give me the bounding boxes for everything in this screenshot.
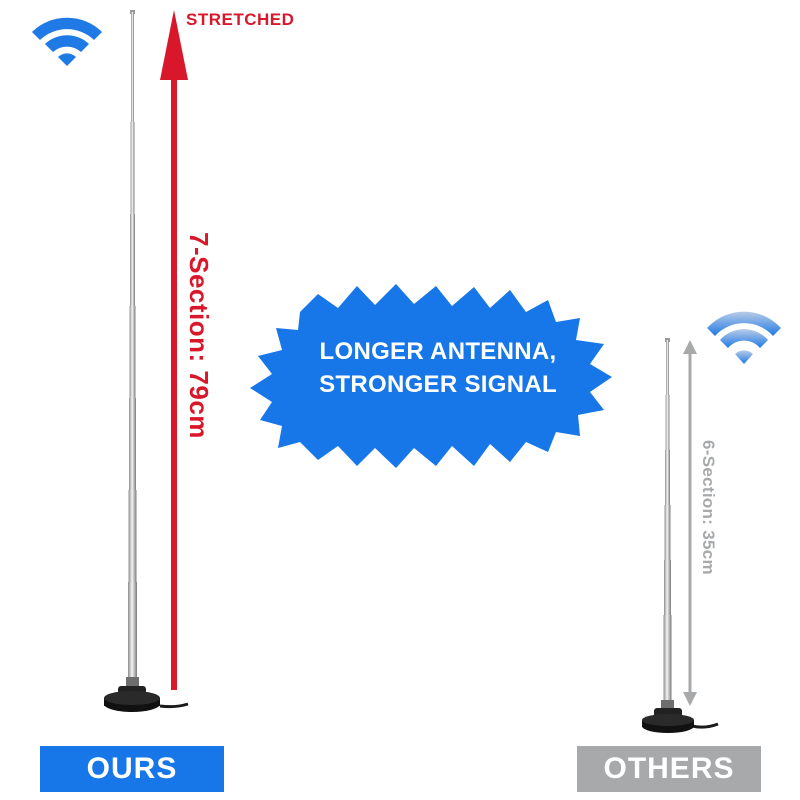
length-arrow — [683, 340, 697, 706]
ours-measurement: 7-Section: 79cm — [184, 232, 214, 439]
length-arrow — [160, 10, 188, 690]
burst-line-2: STRONGER SIGNAL — [319, 371, 557, 398]
others-label: OTHERS — [577, 746, 761, 792]
ours-label: OURS — [40, 746, 224, 792]
magnetic-base — [642, 708, 719, 733]
burst-line-1: LONGER ANTENNA, — [319, 338, 557, 365]
magnetic-base — [104, 686, 189, 712]
long-antenna — [126, 10, 139, 689]
stretched-label: STRETCHED — [186, 10, 295, 29]
wifi-icon — [707, 311, 781, 364]
burst-headline: LONGER ANTENNA, STRONGER SIGNAL — [268, 335, 608, 401]
wifi-icon — [32, 17, 102, 66]
short-antenna — [661, 338, 674, 710]
others-measurement: 6-Section: 35cm — [699, 440, 718, 575]
signal-burst — [250, 284, 612, 468]
